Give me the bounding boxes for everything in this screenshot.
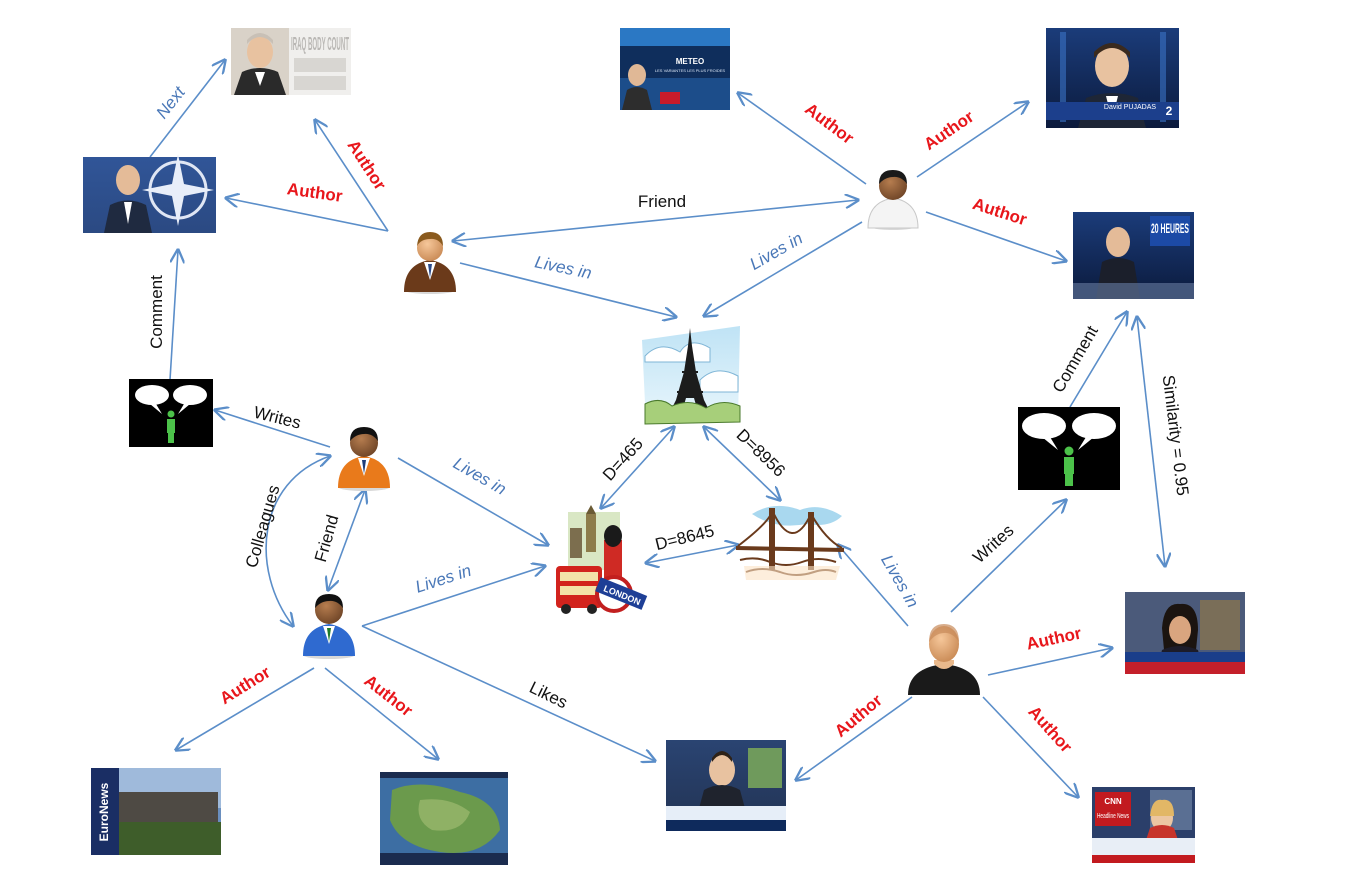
headline-news-text: Headline News xyxy=(1097,813,1129,820)
label-colleagues: Colleagues xyxy=(242,483,284,570)
label-comment-left: Comment xyxy=(147,275,166,349)
label-author-bottom-tv: Author xyxy=(831,690,886,741)
label-likes: Likes xyxy=(526,678,570,712)
edge-author-bottom-tv xyxy=(796,696,913,780)
label-author-euronews: Author xyxy=(216,662,274,708)
label-livesin-black: Lives in xyxy=(877,552,922,611)
edge-author-cnn xyxy=(982,696,1078,797)
france2-logo-text: 2 xyxy=(1166,104,1173,118)
label-author-nato: Author xyxy=(286,179,344,206)
label-d8645: D=8645 xyxy=(653,521,716,554)
edge-author-assange xyxy=(315,120,389,232)
edge-friend-left xyxy=(328,490,365,590)
thumbnail-iraq-text: IRAQ BODY COUNT xyxy=(291,34,349,54)
label-livesin-orange: Lives in xyxy=(450,454,509,499)
label-d8956: D=8956 xyxy=(733,425,789,480)
label-writes-left: Writes xyxy=(252,403,303,433)
edge-author-euronews xyxy=(176,667,315,750)
edge-similarity xyxy=(1137,317,1165,566)
edge-author-girl xyxy=(987,648,1112,676)
euronews-logo-text: EuroNews xyxy=(97,782,111,841)
comment-icon-left[interactable] xyxy=(129,379,213,447)
san-francisco-golden-gate-icon[interactable] xyxy=(735,505,845,580)
label-next: Next xyxy=(152,82,189,122)
label-friend-left: Friend xyxy=(311,513,343,565)
person-black-shirt-avatar[interactable] xyxy=(908,624,980,695)
edges xyxy=(149,60,1165,797)
edge-comment-right xyxy=(1069,312,1127,408)
meteo-text: METEO xyxy=(676,57,704,66)
edge-friend-top xyxy=(453,200,858,241)
label-author-girl: Author xyxy=(1025,623,1084,653)
thumbnail-news-anchor-center[interactable] xyxy=(666,740,786,831)
cnn-logo-text: CNN xyxy=(1104,797,1122,806)
person-orange-suit-avatar[interactable] xyxy=(338,427,390,491)
edge-d8956 xyxy=(704,427,780,500)
edge-d8645 xyxy=(646,545,738,563)
edge-d465 xyxy=(601,427,674,508)
label-livesin-brown: Lives in xyxy=(533,252,593,283)
label-similarity: Similarity = 0.95 xyxy=(1159,374,1193,497)
thumbnail-meteo[interactable]: METEO LES VARIANTES LES PLUS FROIDES xyxy=(620,28,730,110)
edge-comment-left xyxy=(169,250,178,381)
thumbnail-assange-iraq[interactable]: IRAQ BODY COUNT xyxy=(231,28,351,95)
edge-author-nato xyxy=(226,198,389,232)
comment-icon-right[interactable] xyxy=(1018,407,1120,490)
edge-next xyxy=(149,60,225,158)
label-friend-top: Friend xyxy=(638,192,686,211)
edge-author-20h xyxy=(925,211,1066,261)
edge-writes-right xyxy=(950,500,1066,613)
label-comment-right: Comment xyxy=(1049,322,1102,396)
label-author-meteo: Author xyxy=(801,99,857,148)
edge-author-pujadas xyxy=(916,102,1028,178)
person-brown-suit-avatar[interactable] xyxy=(404,232,456,294)
edge-livesin-black xyxy=(838,545,909,627)
edge-colleagues xyxy=(265,456,330,626)
label-author-map: Author xyxy=(361,671,417,721)
20h-logo-text: 20 HEURES xyxy=(1151,220,1189,236)
thumbnail-cnn-headline[interactable]: CNN Headline News xyxy=(1092,787,1195,863)
thumbnail-reporter-girl[interactable] xyxy=(1125,592,1245,674)
label-author-assange: Author xyxy=(343,136,389,193)
edge-author-map xyxy=(324,667,438,759)
person-blue-suit-avatar[interactable] xyxy=(303,594,355,659)
label-author-pujadas: Author xyxy=(921,107,978,154)
nato-star-icon xyxy=(142,154,214,226)
thumbnail-pujadas[interactable]: David PUJADAS 2 xyxy=(1046,28,1179,128)
person-white-shirt-avatar[interactable] xyxy=(867,170,919,230)
edge-writes-left xyxy=(215,410,331,448)
thumbnail-20-heures[interactable]: 20 HEURES xyxy=(1073,212,1194,299)
meteo-sub-text: LES VARIANTES LES PLUS FROIDES xyxy=(655,68,726,73)
pujadas-name-text: David PUJADAS xyxy=(1104,104,1156,111)
edge-livesin-white xyxy=(704,221,863,316)
london-icon[interactable]: LONDON xyxy=(556,505,648,614)
label-d465: D=465 xyxy=(599,434,647,484)
label-author-20h: Author xyxy=(970,194,1029,229)
edge-livesin-orange xyxy=(397,457,548,545)
label-livesin-white: Lives in xyxy=(747,229,806,274)
thumbnail-euronews[interactable]: EuroNews xyxy=(91,768,221,855)
edge-author-meteo xyxy=(738,93,867,185)
label-livesin-blue: Lives in xyxy=(413,561,474,597)
paris-eiffel-tower-icon[interactable] xyxy=(642,326,741,425)
edge-likes xyxy=(361,625,655,761)
label-writes-right: Writes xyxy=(969,521,1017,567)
edge-livesin-brown xyxy=(459,262,676,317)
edge-livesin-blue xyxy=(361,566,545,627)
thumbnail-weather-map[interactable] xyxy=(380,772,508,865)
thumbnail-nato-press[interactable] xyxy=(83,154,216,233)
